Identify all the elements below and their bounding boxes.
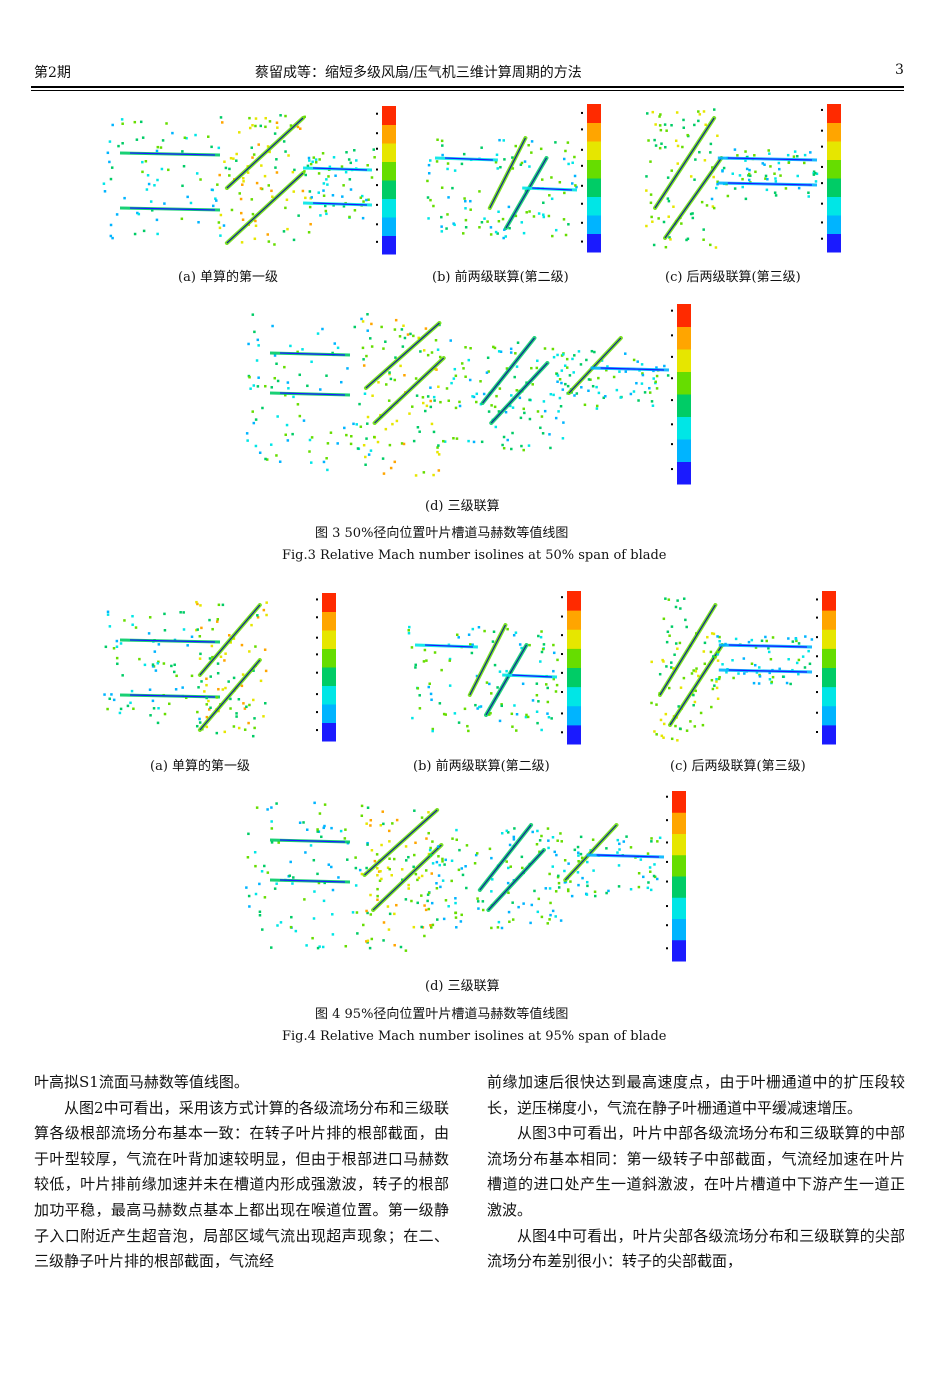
- fig3-panel-b: [425, 98, 605, 258]
- fig4-caption-b: (b) 前两级联算(第二级): [413, 759, 550, 774]
- page-number: 3: [895, 62, 904, 78]
- fig4-panel-a: [100, 585, 340, 745]
- fig4-a-plot: [103, 593, 336, 742]
- fig3-caption-d: (d) 三级联算: [425, 499, 500, 514]
- fig4-d-plot: [245, 791, 686, 962]
- fig4-c-plot: [650, 591, 836, 745]
- fig3-title-en: Fig.3 Relative Mach number isolines at 5…: [282, 548, 667, 563]
- fig4-b-plot: [407, 591, 581, 745]
- fig4-caption-a: (a) 单算的第一级: [150, 759, 251, 774]
- paragraph: 从图4中可看出，叶片尖部各级流场分布和三级联算的尖部流场分布差别很小：转子的尖部…: [487, 1226, 905, 1271]
- colorbar: [821, 104, 841, 253]
- colorbar: [581, 104, 601, 253]
- fig3-panel-c: [645, 98, 845, 258]
- paragraph: 前缘加速后很快达到最高速度点，由于叶栅通道中的扩压段较长，逆压梯度小，气流在静子…: [487, 1073, 905, 1117]
- journal-issue: 第2期: [34, 65, 71, 81]
- colorbar: [671, 304, 691, 485]
- running-title: 蔡留成等：缩短多级风扇/压气机三维计算周期的方法: [255, 65, 582, 81]
- body-right-column: 前缘加速后很快达到最高速度点，由于叶栅通道中的扩压段较长，逆压梯度小，气流在静子…: [487, 1070, 905, 1275]
- fig4-panel-c: [650, 585, 840, 750]
- header-rule-thin: [31, 90, 904, 91]
- fig4-title-cn: 图 4 95%径向位置叶片槽道马赫数等值线图: [315, 1007, 569, 1022]
- fig3-panel-d: [245, 298, 695, 490]
- header-rule: [31, 86, 904, 88]
- fig3-title-cn: 图 3 50%径向位置叶片槽道马赫数等值线图: [315, 526, 569, 541]
- paragraph: 从图3中可看出，叶片中部各级流场分布和三级联算的中部流场分布基本相同：第一级转子…: [487, 1124, 905, 1219]
- colorbar: [816, 591, 836, 745]
- colorbar: [316, 593, 336, 742]
- fig4-caption-d: (d) 三级联算: [425, 979, 500, 994]
- fig3-d-plot: [245, 304, 691, 485]
- fig4-panel-d: [245, 785, 690, 967]
- fig3-caption-c: (c) 后两级联算(第三级): [665, 270, 801, 285]
- colorbar: [376, 106, 396, 255]
- colorbar: [666, 791, 686, 962]
- fig4-caption-c: (c) 后两级联算(第三级): [670, 759, 806, 774]
- fig3-caption-b: (b) 前两级联算(第二级): [432, 270, 569, 285]
- fig3-c-plot: [645, 104, 841, 253]
- paragraph: 从图2中可看出，采用该方式计算的各级流场分布和三级联算各级根部流场分布基本一致：…: [34, 1098, 449, 1271]
- fig3-b-plot: [426, 104, 601, 253]
- fig3-a-plot: [102, 106, 396, 255]
- fig3-panel-a: [100, 98, 400, 258]
- colorbar: [561, 591, 581, 745]
- fig4-panel-b: [405, 585, 585, 750]
- fig4-title-en: Fig.4 Relative Mach number isolines at 9…: [282, 1029, 667, 1044]
- paragraph: 叶高拟S1流面马赫数等值线图。: [34, 1073, 249, 1091]
- body-left-column: 叶高拟S1流面马赫数等值线图。 从图2中可看出，采用该方式计算的各级流场分布和三…: [34, 1070, 449, 1275]
- fig3-caption-a: (a) 单算的第一级: [178, 270, 279, 285]
